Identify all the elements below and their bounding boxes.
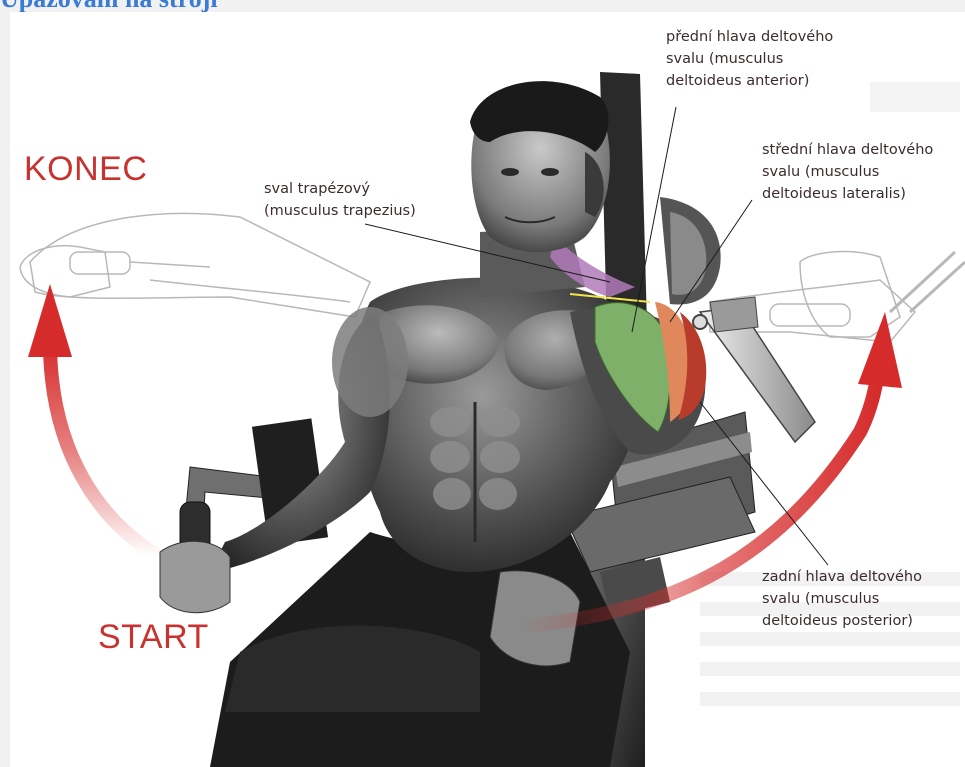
annotation-posterior-line2: svalu (musculus [762, 588, 922, 610]
annotation-trapezius: sval trapézový (musculus trapezius) [264, 178, 416, 222]
annotation-lateral-line2: svalu (musculus [762, 161, 933, 183]
annotation-anterior-line1: přední hlava deltového [666, 26, 833, 48]
annotation-deltoid-anterior: přední hlava deltového svalu (musculus d… [666, 26, 833, 92]
annotation-deltoid-posterior: zadní hlava deltového svalu (musculus de… [762, 566, 922, 632]
annotation-anterior-line2: svalu (musculus [666, 48, 833, 70]
exercise-illustration: KONEC START sval trapézový (musculus tra… [10, 12, 965, 767]
label-end: KONEC [24, 150, 147, 189]
arrow-head-left [28, 284, 72, 357]
annotation-lateral-line1: střední hlava deltového [762, 139, 933, 161]
annotation-deltoid-lateral: střední hlava deltového svalu (musculus … [762, 139, 933, 205]
label-start: START [98, 618, 209, 657]
annotation-trapezius-line2: (musculus trapezius) [264, 200, 416, 222]
annotation-posterior-line3: deltoideus posterior) [762, 610, 922, 632]
ghost-arm-left [20, 213, 370, 317]
annotation-trapezius-line1: sval trapézový [264, 178, 416, 200]
annotation-posterior-line1: zadní hlava deltového [762, 566, 922, 588]
page-title: Upažování na stroji [0, 0, 218, 12]
arrow-up-left [50, 342, 160, 557]
arrow-head-right [858, 312, 902, 388]
annotation-anterior-line3: deltoideus anterior) [666, 70, 833, 92]
annotation-lateral-line3: deltoideus lateralis) [762, 183, 933, 205]
